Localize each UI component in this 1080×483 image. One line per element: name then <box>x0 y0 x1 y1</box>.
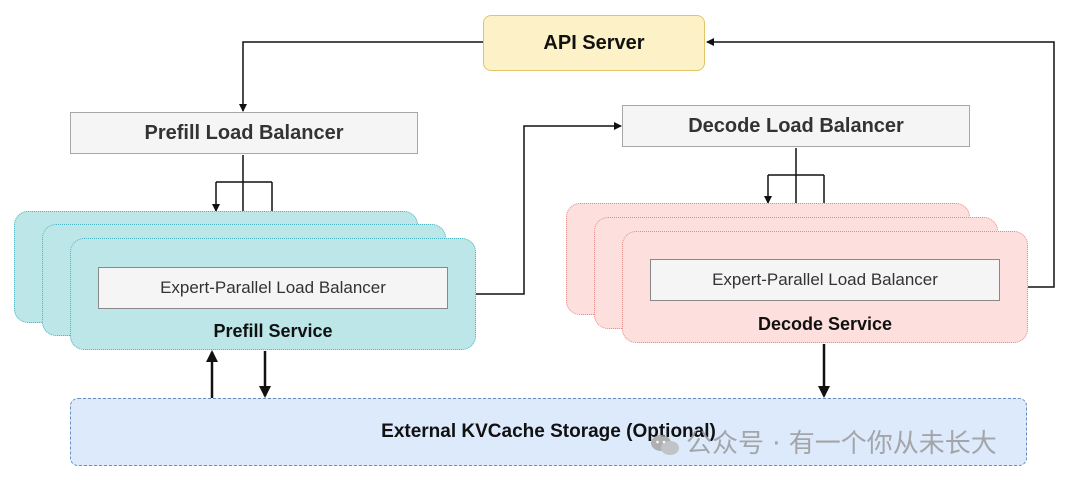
prefill-service-label: Prefill Service <box>213 321 333 341</box>
decode-service-node: Expert-Parallel Load Balancer Decode Ser… <box>622 231 1028 343</box>
decode-service-label: Decode Service <box>757 314 893 334</box>
prefill-load-balancer-label: Prefill Load Balancer <box>144 121 344 144</box>
arrow-prefill-to-decode-lb <box>476 122 622 295</box>
api-server-label: API Server <box>543 31 645 54</box>
arrow-decode-to-api <box>706 38 1055 288</box>
decode-load-balancer-node: Decode Load Balancer <box>622 105 970 147</box>
kvcache-storage-label: External KVCache Storage (Optional) <box>381 421 716 442</box>
wechat-icon <box>651 434 679 455</box>
decode-load-balancer-label: Decode Load Balancer <box>688 114 904 137</box>
watermark-text: 公众号 · 有一个你从未长大 <box>686 429 997 459</box>
prefill-fanout <box>216 155 272 183</box>
prefill-service-node: Expert-Parallel Load Balancer Prefill Se… <box>70 238 476 350</box>
decode-eplb-label: Expert-Parallel Load Balancer <box>712 270 938 289</box>
prefill-eplb-label: Expert-Parallel Load Balancer <box>160 278 386 297</box>
api-server-node: API Server <box>483 15 705 71</box>
watermark: 公众号 · 有一个你从未长大 <box>650 423 997 460</box>
decode-eplb-box: Expert-Parallel Load Balancer <box>650 259 1000 301</box>
kvcache-storage-node: External KVCache Storage (Optional) <box>70 398 1027 466</box>
prefill-load-balancer-node: Prefill Load Balancer <box>70 112 418 154</box>
arrow-api-to-prefill-lb <box>239 41 483 112</box>
decode-fanout <box>768 148 824 176</box>
prefill-eplb-box: Expert-Parallel Load Balancer <box>98 267 448 309</box>
